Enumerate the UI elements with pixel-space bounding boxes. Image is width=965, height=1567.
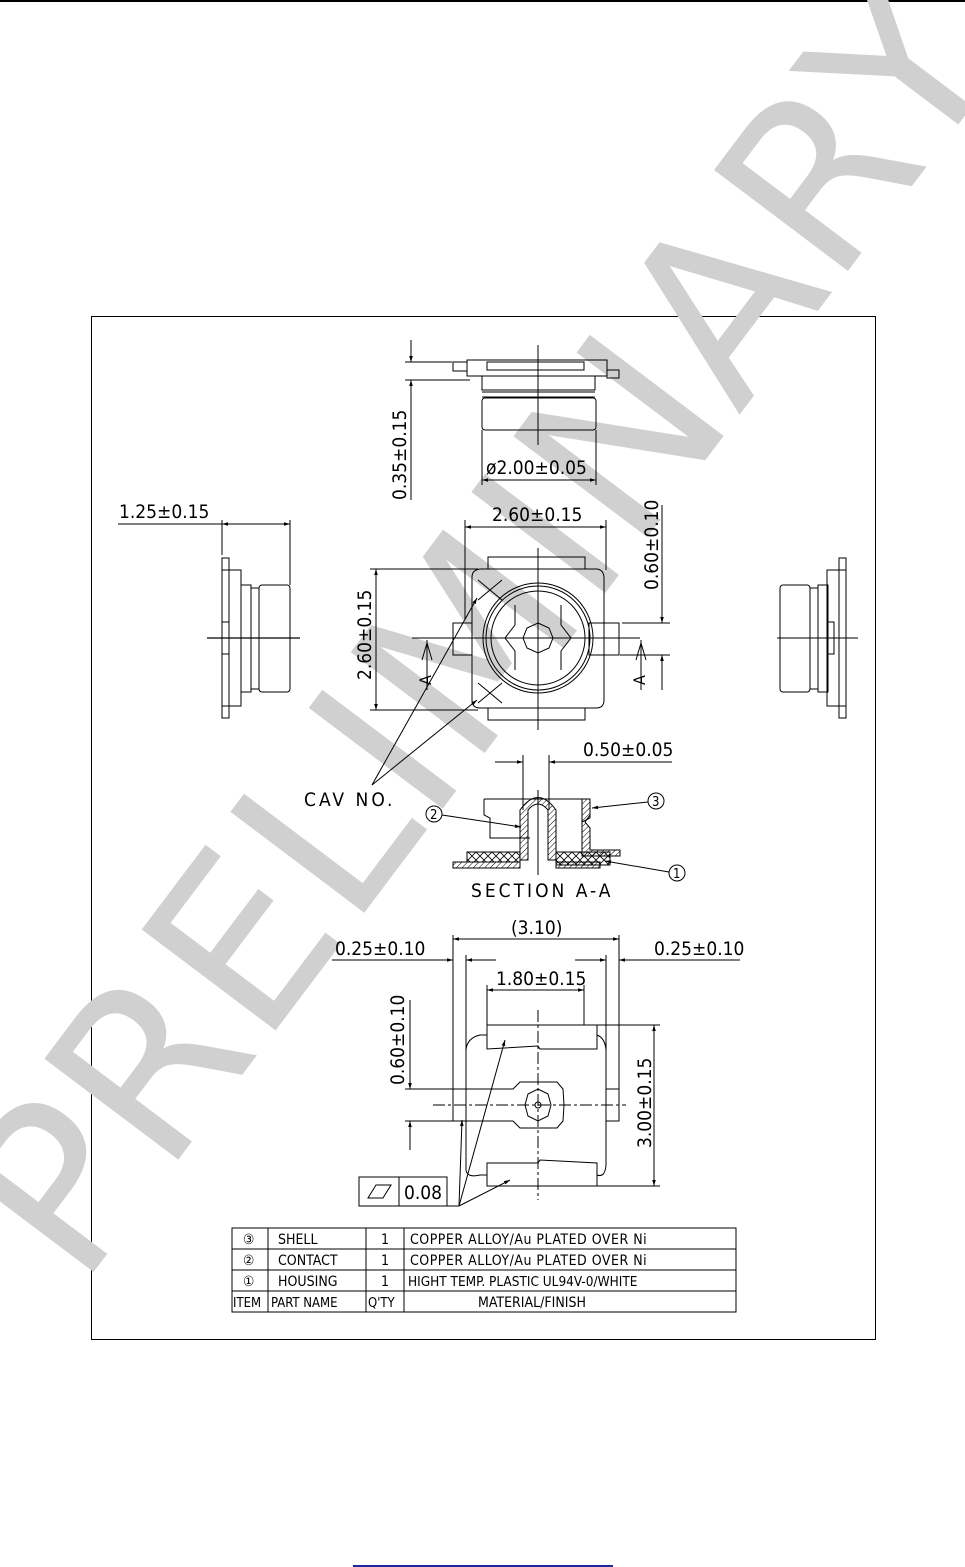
top-rule <box>0 0 965 2</box>
dim-pad-span: 1.80±0.15 <box>496 968 586 990</box>
bom-row-1-part: SHELL <box>278 1232 317 1248</box>
dim-left-depth: 1.25±0.15 <box>119 501 209 523</box>
section-label: SECTION A-A <box>471 880 613 902</box>
bom-row-2-material: COPPER ALLOY/Au PLATED OVER Ni <box>410 1253 647 1269</box>
bom-row-3-qty: 1 <box>381 1274 389 1290</box>
bom-row-2-item: ② <box>243 1253 254 1269</box>
bom-header-part-name: PART NAME <box>271 1296 337 1311</box>
bom-row-3-part: HOUSING <box>278 1274 338 1290</box>
bom-row-2-part: CONTACT <box>278 1253 338 1269</box>
bom-header-material: MATERIAL/FINISH <box>478 1295 586 1311</box>
dim-bottom-length: 3.00±0.15 <box>634 1058 656 1148</box>
dim-left-pad: 0.25±0.10 <box>335 938 425 960</box>
dim-pitch: 0.50±0.05 <box>583 739 673 761</box>
bottom-view <box>332 935 740 1207</box>
bom-row-2-qty: 1 <box>381 1253 389 1269</box>
front-view <box>370 505 670 786</box>
watermark: PRELIMINARY <box>0 0 965 1323</box>
cav-no-label: CAV NO. <box>304 789 395 811</box>
dim-overall: (3.10) <box>511 917 562 939</box>
bom-row-1-qty: 1 <box>381 1232 389 1248</box>
section-a-a <box>425 755 686 882</box>
dim-front-width: 2.60±0.15 <box>492 504 582 526</box>
balloon-1: 1 <box>673 867 680 882</box>
drawing-frame <box>91 316 876 1340</box>
dim-front-height: 2.60±0.15 <box>354 590 376 680</box>
bom-row-3-item: ① <box>243 1274 254 1290</box>
bom-header-item: ITEM <box>233 1296 261 1311</box>
section-mark-left: A <box>416 675 435 685</box>
dim-bottom-tab: 0.60±0.10 <box>387 995 409 1085</box>
svg-text:PRELIMINARY: PRELIMINARY <box>0 0 965 1323</box>
balloon-3: 3 <box>652 795 659 810</box>
dim-top-height: 0.35±0.15 <box>389 410 411 500</box>
flatness-value: 0.08 <box>404 1182 442 1204</box>
left-side-view <box>118 520 300 719</box>
top-view <box>405 340 620 500</box>
footer-link-underline[interactable] <box>353 1565 613 1567</box>
dim-front-tab: 0.60±0.10 <box>641 500 663 590</box>
bom-row-1-material: COPPER ALLOY/Au PLATED OVER Ni <box>410 1232 647 1248</box>
balloon-2: 2 <box>430 808 437 823</box>
bom-table: ③ SHELL 1 COPPER ALLOY/Au PLATED OVER Ni… <box>231 1227 737 1313</box>
dim-right-pad: 0.25±0.10 <box>654 938 744 960</box>
bom-row-3-material: HIGHT TEMP. PLASTIC UL94V-0/WHITE <box>408 1274 637 1290</box>
bom-header-qty: Q'TY <box>368 1296 396 1311</box>
bom-row-1-item: ③ <box>243 1232 254 1248</box>
section-mark-right: A <box>630 675 649 685</box>
right-side-view <box>777 557 858 719</box>
dim-top-diameter: ø2.00±0.05 <box>486 457 587 479</box>
